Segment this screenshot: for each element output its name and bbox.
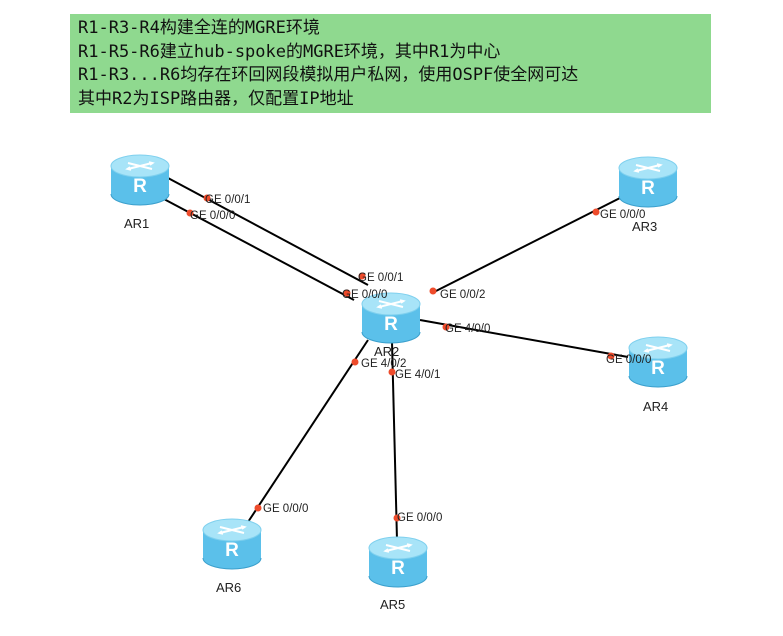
port-label-ar1-top: GE 0/0/1	[205, 194, 250, 206]
port-dot[interactable]	[358, 272, 366, 280]
note-line-2: R1-R5-R6建立hub-spoke的MGRE环境，其中R1为中心	[78, 41, 501, 62]
port-dot[interactable]	[388, 368, 396, 376]
router-glyph: R	[641, 178, 655, 199]
port-dot[interactable]	[254, 504, 262, 512]
router-label-ar5: AR5	[380, 597, 405, 612]
port-dot[interactable]	[203, 194, 211, 202]
router-ar3[interactable]: R	[618, 156, 678, 208]
router-label-ar2: AR2	[374, 344, 399, 359]
note-line-1: R1-R3-R4构建全连的MGRE环境	[78, 18, 320, 38]
port-label-ar2-to-ar4: GE 4/0/0	[445, 323, 490, 335]
port-dots	[186, 194, 615, 522]
port-dot[interactable]	[351, 358, 359, 366]
link-ar1-ar2-a[interactable]	[167, 177, 369, 286]
router-glyph: R	[651, 358, 665, 379]
port-label-ar2-link2: GE 0/0/0	[342, 289, 387, 301]
router-glyph: R	[133, 176, 147, 197]
port-label-ar2-to-ar6: GE 4/0/2	[361, 358, 406, 370]
router-ar4[interactable]: R	[628, 336, 688, 388]
router-glyph: R	[225, 540, 239, 561]
note-line-3: R1-R3...R6均存在环回网段模拟用户私网，使用OSPF使全网可达	[78, 65, 579, 85]
router-label-ar1: AR1	[124, 216, 149, 231]
port-dot[interactable]	[592, 208, 600, 216]
router-ar6[interactable]: R	[202, 518, 262, 570]
port-dot[interactable]	[442, 323, 450, 331]
port-label-ar1-bottom: GE 0/0/0	[190, 210, 235, 222]
port-labels: GE 0/0/1 GE 0/0/0 GE 0/0/1 GE 0/0/0 GE 0…	[190, 194, 651, 524]
link-ar1-ar2-b[interactable]	[161, 197, 355, 301]
port-label-ar2-link1: GE 0/0/1	[358, 272, 403, 284]
router-ar2[interactable]: R	[361, 292, 421, 344]
link-ar2-ar3[interactable]	[431, 196, 623, 294]
router-glyph: R	[391, 558, 405, 579]
port-label-ar2-to-ar3: GE 0/0/2	[440, 289, 485, 301]
port-label-ar5: GE 0/0/0	[397, 512, 442, 524]
port-dot[interactable]	[429, 287, 437, 295]
note-line-4: 其中R2为ISP路由器，仅配置IP地址	[78, 88, 354, 109]
router-ar1[interactable]: R	[110, 154, 170, 206]
router-ar5[interactable]: R	[368, 536, 428, 588]
port-dot[interactable]	[186, 209, 194, 217]
router-glyph: R	[384, 314, 398, 335]
router-label-ar6: AR6	[216, 580, 241, 595]
topology-description-note: R1-R3-R4构建全连的MGRE环境 R1-R5-R6建立hub-spoke的…	[70, 14, 711, 113]
router-label-ar4: AR4	[643, 399, 668, 414]
port-dot[interactable]	[343, 289, 351, 297]
port-dot[interactable]	[393, 514, 401, 522]
router-label-ar3: AR3	[632, 219, 657, 234]
link-ar2-ar6[interactable]	[247, 339, 369, 523]
port-label-ar6: GE 0/0/0	[263, 503, 308, 515]
port-label-ar3: GE 0/0/0	[600, 209, 645, 221]
link-ar2-ar4[interactable]	[419, 319, 629, 358]
port-dot[interactable]	[607, 352, 615, 360]
port-label-ar2-to-ar5: GE 4/0/1	[395, 369, 440, 381]
port-label-ar4: GE 0/0/0	[606, 354, 651, 366]
